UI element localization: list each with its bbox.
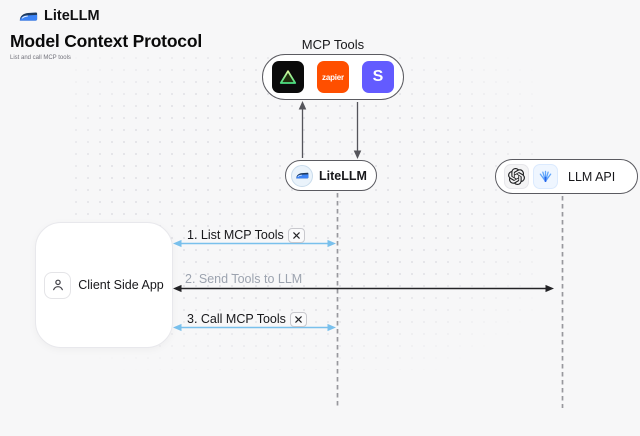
arrow-up-to-mcp [298, 101, 307, 158]
triangle-logo-icon [279, 69, 297, 85]
mcp-tool-tile-stripe: S [362, 61, 394, 93]
arrow-step-1 [173, 239, 336, 248]
tools-icon [289, 311, 307, 327]
litellm-train-icon [18, 10, 38, 23]
llm-api-node-label: LLM API [568, 169, 616, 184]
brand-name: LiteLLM [44, 8, 100, 24]
llm-api-node: LLM API [495, 159, 638, 194]
page-subtitle: List and call MCP tools [10, 55, 71, 61]
zapier-logo: zapier [322, 72, 344, 82]
step-1-label: 1. List MCP Tools [187, 227, 305, 243]
arrow-step-2 [173, 284, 554, 293]
step-2-label: 2. Send Tools to LLM [185, 272, 303, 286]
mcp-tools-label: MCP Tools [301, 37, 365, 52]
mcp-tools-panel: zapier S [262, 54, 404, 100]
llm-provider-fan-icon [533, 164, 558, 189]
litellm-train-icon [291, 164, 313, 187]
mcp-tool-tile-zapier: zapier [317, 61, 349, 93]
arrow-step-3 [173, 323, 336, 332]
page-title: Model Context Protocol [10, 31, 202, 51]
litellm-node: LiteLLM [285, 160, 377, 191]
client-app-label: Client Side App [78, 278, 164, 292]
stripe-logo: S [372, 68, 384, 85]
brand-logo-lockup: LiteLLM [18, 8, 100, 24]
mcp-tool-tile-triangle [272, 61, 304, 93]
openai-icon [504, 164, 529, 189]
arrow-down-to-litellm [353, 102, 362, 159]
step-3-label: 3. Call MCP Tools [187, 311, 307, 327]
litellm-node-label: LiteLLM [319, 168, 367, 183]
tools-icon [287, 227, 305, 243]
user-icon [44, 271, 72, 299]
client-side-app-node: Client Side App [35, 222, 173, 348]
